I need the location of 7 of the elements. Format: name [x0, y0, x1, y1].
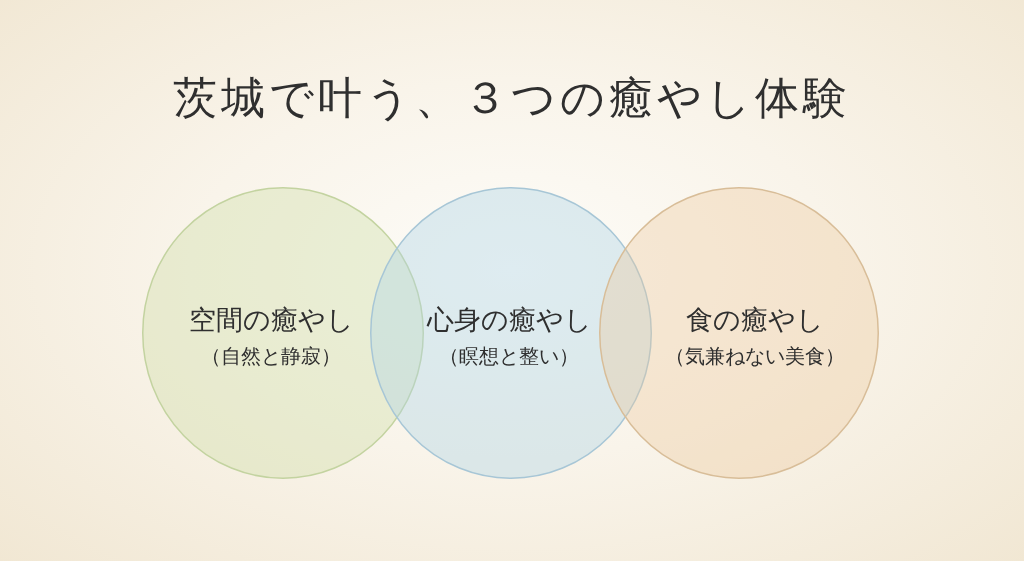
circle-subtitle: （自然と静寂）: [201, 343, 341, 370]
circle-heading: 食の癒やし: [686, 303, 824, 337]
title: 茨城で叶う、３つの癒やし体験: [173, 71, 851, 125]
circle-subtitle: （瞑想と整い）: [439, 343, 579, 370]
circle-heading: 心身の癒やし: [426, 303, 592, 337]
circle-heading: 空間の癒やし: [188, 303, 354, 337]
circle-subtitle: （気兼ねない美食）: [665, 343, 845, 370]
